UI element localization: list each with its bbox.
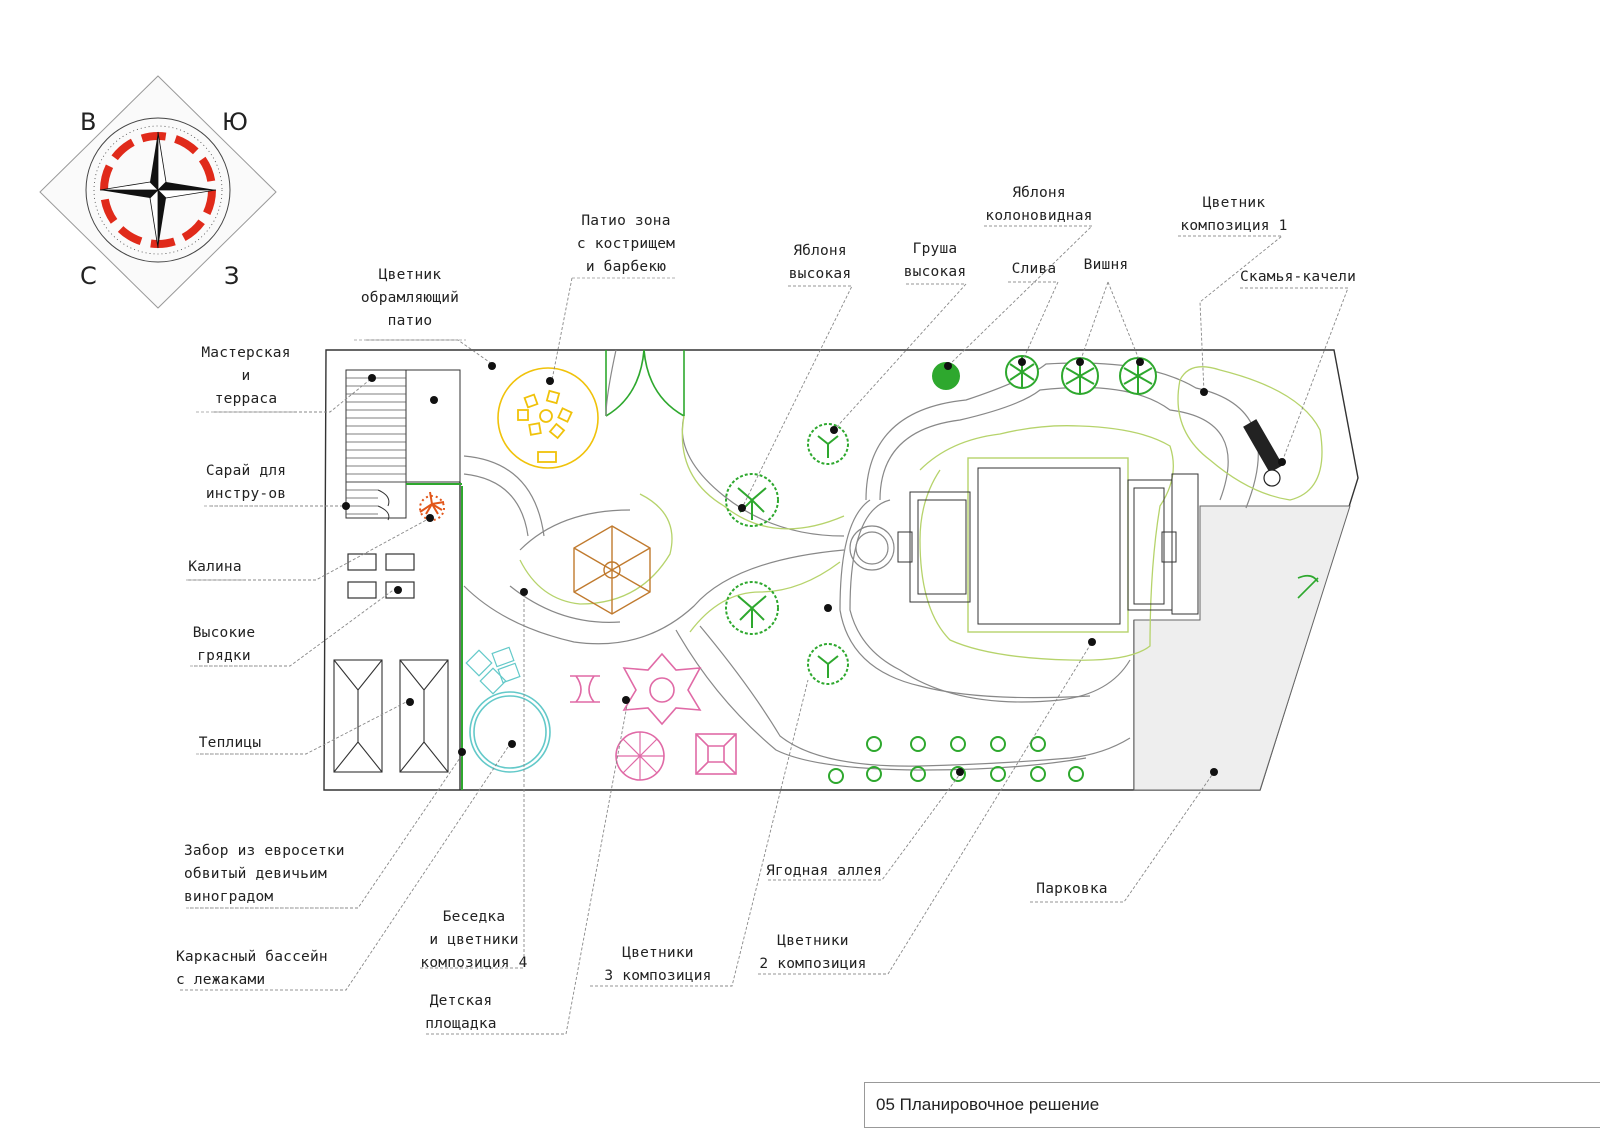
compass-east-letter: Ю [222, 108, 248, 136]
viburnum-shrub [419, 491, 445, 521]
label-berry-alley: Ягодная аллея [765, 863, 883, 879]
greenhouses [333, 659, 449, 773]
frame-pool [465, 646, 551, 773]
main-house [897, 457, 1199, 633]
central-hedge [519, 366, 1323, 661]
label-viburnum: Калина [188, 559, 242, 575]
mesh-fence [406, 483, 463, 790]
patio-zone [497, 367, 599, 469]
compass-north-letter: В [80, 108, 97, 136]
trees [725, 355, 1157, 685]
parking-area [1133, 505, 1351, 791]
label-swing-bench: Скамья-качели [1239, 269, 1357, 285]
workshop-terrace [345, 369, 461, 521]
compass-rose [39, 75, 277, 309]
label-cherry: Вишня [1083, 257, 1129, 273]
sheet-title: 05 Планировочное решение [876, 1095, 1100, 1114]
label-underlines [180, 225, 1348, 1035]
compass-south-letter: З [224, 262, 240, 290]
title-frame [864, 1082, 1600, 1128]
entrance-gate [605, 349, 685, 417]
swing-bench [1243, 419, 1283, 487]
compass-west-letter: С [80, 262, 97, 290]
berry-alley-shrubs [828, 736, 1084, 784]
playground [570, 652, 737, 781]
label-dots [342, 358, 1286, 776]
label-plum: Слива [1011, 261, 1057, 277]
raised-beds [347, 553, 415, 599]
label-parking: Парковка [1036, 881, 1108, 897]
garden-paths [463, 349, 1259, 771]
label-greenhouses: Теплицы [198, 735, 262, 751]
gazebo [573, 525, 651, 615]
